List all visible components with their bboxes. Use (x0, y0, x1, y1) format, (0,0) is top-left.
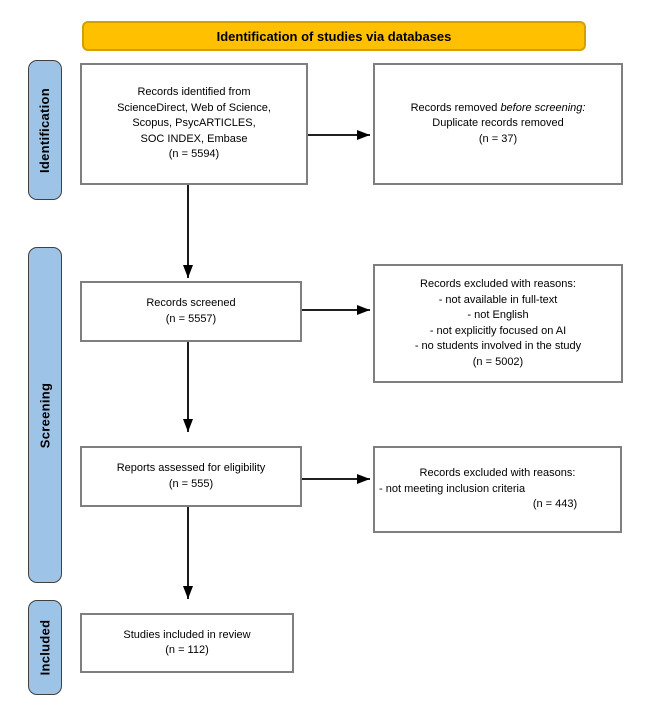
box-text-line: (n = 112) (165, 644, 209, 656)
box-text-line: - not available in full-text (438, 293, 558, 306)
box-reports-assessed: Reports assessed for eligibility (n = 555… (80, 446, 302, 507)
box-text-line: - not explicitly focused on AI (429, 324, 567, 337)
box-text-line: - not English (467, 309, 529, 321)
box-text-line: (n = 5594) (168, 148, 220, 161)
box-text-line: (n = 37) (478, 132, 518, 145)
box-text-line: Studies included in review (123, 628, 251, 641)
box-text-line: Scopus, PsycARTICLES, (132, 117, 256, 130)
box-text-line: (n = 5557) (165, 312, 217, 325)
box-text-line: Reports assessed for eligibility (116, 462, 266, 474)
box-text-line: Duplicate records removed (432, 117, 564, 130)
box-records-screened: Records screened (n = 5557) (80, 281, 302, 342)
box-text-line: Records excluded with reasons: (419, 467, 576, 480)
stage-label-text: Screening (37, 382, 53, 448)
box-text-line: SOC INDEX, Embase (140, 132, 248, 145)
stage-label-identification: Identification (28, 60, 62, 200)
box-text-line: (n = 443) (532, 498, 578, 511)
stage-label-included: Included (28, 600, 62, 695)
stage-label-text: Included (37, 619, 53, 676)
box-text-line: ScienceDirect, Web of Science, (117, 101, 271, 114)
box-text-line: (n = 555) (168, 477, 214, 490)
stage-label-screening: Screening (28, 247, 62, 583)
box-studies-included: Studies included in review (n = 112) (80, 613, 294, 673)
box-text-line: (n = 5002) (472, 355, 524, 368)
box-text-line: Records removed before screening: (410, 101, 586, 114)
box-text-line: Records screened (146, 297, 236, 309)
box-text-line: Records excluded with reasons: (420, 278, 576, 290)
box-records-removed-before-screening: Records removed before screening: Duplica… (373, 63, 623, 185)
box-text-line: Records identified from (137, 86, 251, 99)
box-text-line: - no students involved in the study (414, 340, 582, 352)
box-records-excluded-eligibility: Records excluded with reasons: - not meet… (373, 446, 622, 533)
box-text-line: - not meeting inclusion criteria (379, 482, 526, 495)
banner-identification-via-databases: Identification of studies via databases (82, 21, 586, 51)
box-records-excluded-screening: Records excluded with reasons: - not avai… (373, 264, 623, 383)
stage-label-text: Identification (37, 87, 53, 173)
banner-label: Identification of studies via databases (216, 28, 452, 44)
